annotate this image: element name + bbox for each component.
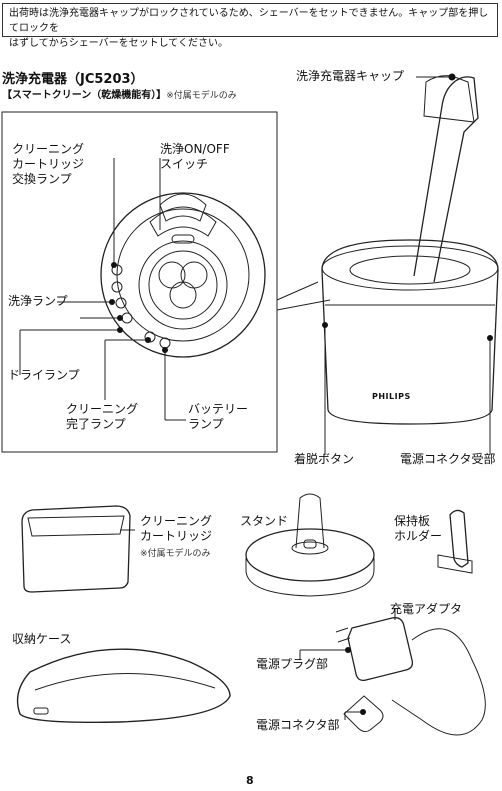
label-cartridge: クリーニング カートリッジ (140, 514, 213, 543)
station-subtitle: 【スマートクリーン（乾燥機能有）】※付属モデルのみ (2, 86, 237, 101)
label-wash-lamp: 洗浄ランプ (8, 294, 68, 308)
stand-drawing (245, 493, 375, 597)
label-plug: 電源プラグ部 (256, 657, 329, 671)
station-subtitle-note: ※付属モデルのみ (166, 91, 237, 101)
label-case: 収納ケース (12, 632, 72, 646)
label-battery-lamp: バッテリー ランプ (188, 402, 249, 431)
label-stand: スタンド (240, 514, 289, 528)
holder-drawing (437, 509, 473, 574)
label-adapter: 充電アダプタ (390, 602, 463, 616)
label-onoff-switch: 洗浄ON/OFF スイッチ (160, 142, 230, 171)
station-subtitle-bold: 【スマートクリーン（乾燥機能有）】 (2, 90, 167, 101)
lamp-icons (111, 264, 171, 349)
notice-text: 出荷時は洗浄充電器キャップがロックされているため、シェーバーをセットできません。… (9, 8, 489, 49)
label-connector-socket: 電源コネクタ受部 (400, 452, 496, 466)
brand-logo: PHILIPS (372, 392, 411, 401)
cartridge-drawing (21, 505, 135, 593)
label-cap: 洗浄充電器キャップ (296, 69, 405, 83)
label-cartridge-lamp: クリーニング カートリッジ 交換ランプ (12, 142, 85, 186)
station-side-view (321, 75, 499, 425)
label-done-lamp: クリーニング 完了ランプ (66, 402, 139, 431)
notice-box: 出荷時は洗浄充電器キャップがロックされているため、シェーバーをセットできません。… (2, 3, 498, 49)
label-release-button: 着脱ボタン (294, 452, 355, 466)
label-dry-lamp: ドライランプ (8, 368, 80, 382)
adapter-drawing (335, 617, 486, 736)
page-number: 8 (246, 774, 254, 787)
inset-frame (1, 111, 278, 453)
label-cartridge-note: ※付属モデルのみ (140, 549, 211, 559)
label-connector: 電源コネクタ部 (256, 718, 340, 732)
label-holder: 保持板 ホルダー (394, 514, 443, 543)
station-title: 洗浄充電器（JC5203） (2, 72, 144, 87)
case-drawing (16, 648, 231, 724)
station-top-view (100, 192, 266, 358)
